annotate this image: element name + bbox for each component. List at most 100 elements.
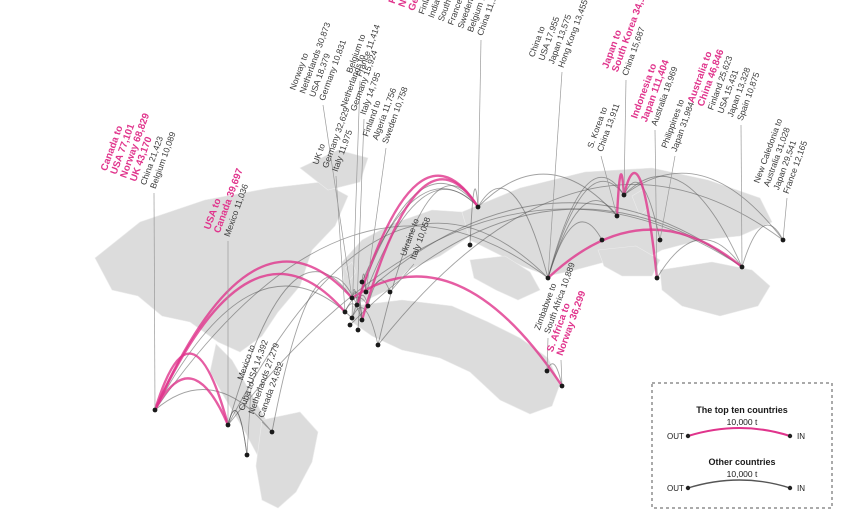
- dot-skorea: [614, 213, 620, 219]
- flow-canada-to-uk: [153, 272, 346, 411]
- leader-mexico: [246, 387, 252, 456]
- flow-newcal-to-japan: [623, 172, 784, 241]
- flow-russia-to-china: [477, 187, 549, 279]
- legend-other-arc: [687, 479, 791, 489]
- leader-zimbabwe: [546, 337, 549, 372]
- legend-other-title: Other countries: [708, 457, 775, 467]
- greenland-land: [299, 149, 369, 191]
- dot-cuba: [269, 429, 275, 435]
- leader-finland: [365, 147, 387, 293]
- label-leader-lines: [153, 39, 788, 456]
- leader-indonesia: [654, 129, 658, 279]
- dot-indonesia: [654, 275, 660, 281]
- flow-newcal-to-australia: [741, 224, 784, 268]
- legend-top-in-label: IN: [797, 432, 805, 441]
- africa-land: [351, 299, 561, 415]
- dot-newcal: [780, 237, 786, 243]
- dot-usa: [225, 422, 231, 428]
- dot-mexico: [244, 452, 250, 458]
- dot-philippines: [657, 237, 663, 243]
- dot-uk: [342, 309, 348, 315]
- flow-russia-to-germany: [360, 178, 480, 321]
- top-ten-flows: [153, 172, 743, 426]
- dot-china: [545, 275, 551, 281]
- legend-top-title: The top ten countries: [696, 405, 788, 415]
- flow-norway-to-usa: [227, 271, 353, 426]
- leader-skorea: [600, 155, 618, 217]
- dot-finland: [363, 289, 369, 295]
- legend-other-out-dot: [685, 485, 691, 491]
- north-america-land: [94, 181, 349, 353]
- flow-finland-to-sweden: [361, 273, 367, 293]
- flow-australia-to-china: [547, 228, 743, 279]
- south-america-land: [255, 411, 319, 509]
- leader-philippines: [659, 155, 676, 241]
- leader-russia: [477, 39, 482, 208]
- leader-australia: [740, 124, 743, 268]
- legend-other-in-label: IN: [797, 484, 805, 493]
- flow-cuba-to-canada: [154, 389, 273, 433]
- dot-sweden: [359, 279, 365, 285]
- dot-algeria: [355, 327, 361, 333]
- legend-top-in-dot: [787, 433, 793, 439]
- legend-other-scale: 10,000 t: [727, 469, 758, 479]
- dot-russia: [475, 204, 481, 210]
- flow-australia-to-usa: [227, 208, 743, 426]
- country-dots: [152, 192, 786, 458]
- leader-netherlands: [356, 118, 365, 306]
- dot-canada: [152, 407, 158, 413]
- flow-safrica-to-norway: [351, 275, 563, 387]
- leader-china: [547, 71, 563, 279]
- legend: The top ten countries 10,000 t OUT IN Ot…: [651, 382, 833, 509]
- dot-australia: [739, 264, 745, 270]
- dot-italy: [365, 303, 371, 309]
- leader-uk: [335, 175, 346, 313]
- dot-hongkong: [599, 237, 605, 243]
- leader-newcaledonia: [782, 197, 788, 241]
- leader-safrica: [560, 359, 563, 387]
- australia-land: [659, 261, 771, 317]
- dot-netherlands: [354, 302, 360, 308]
- flow-canada-to-belgium: [154, 285, 353, 411]
- legend-box: [651, 382, 833, 509]
- flow-japan-to-skorea: [615, 173, 626, 217]
- dot-belgium: [349, 315, 355, 321]
- flow-canada-to-china: [154, 225, 549, 411]
- flow-china-to-japan: [547, 176, 625, 279]
- dot-safrica: [559, 383, 565, 389]
- dot-zimbabwe: [544, 368, 550, 374]
- leader-japan: [623, 79, 627, 196]
- leader-ukraine: [389, 263, 415, 293]
- legend-top-scale: 10,000 t: [727, 417, 758, 427]
- flow-newcal-to-france: [377, 184, 784, 346]
- dot-india: [467, 242, 473, 248]
- flow-cuba-to-netherlands: [271, 276, 358, 433]
- legend-top-out-label: OUT: [667, 432, 684, 441]
- flow-australia-to-japan: [623, 175, 743, 268]
- dot-japan: [621, 192, 627, 198]
- dot-ukraine: [387, 289, 393, 295]
- dot-germany: [359, 317, 365, 323]
- legend-other-in-dot: [787, 485, 793, 491]
- flow-russia-to-skorea: [477, 173, 618, 217]
- dot-norway: [349, 295, 355, 301]
- flow-japan-to-china: [547, 180, 625, 279]
- flow-usa-to-canada: [153, 377, 230, 426]
- legend-other-out-label: OUT: [667, 484, 684, 493]
- flow-china-to-usa: [227, 222, 549, 426]
- flow-australia-to-finland: [365, 202, 743, 293]
- dot-spain: [347, 322, 353, 328]
- middle-east-land: [469, 255, 541, 301]
- legend-top-out-dot: [685, 433, 691, 439]
- flow-canada-to-usa: [153, 352, 230, 426]
